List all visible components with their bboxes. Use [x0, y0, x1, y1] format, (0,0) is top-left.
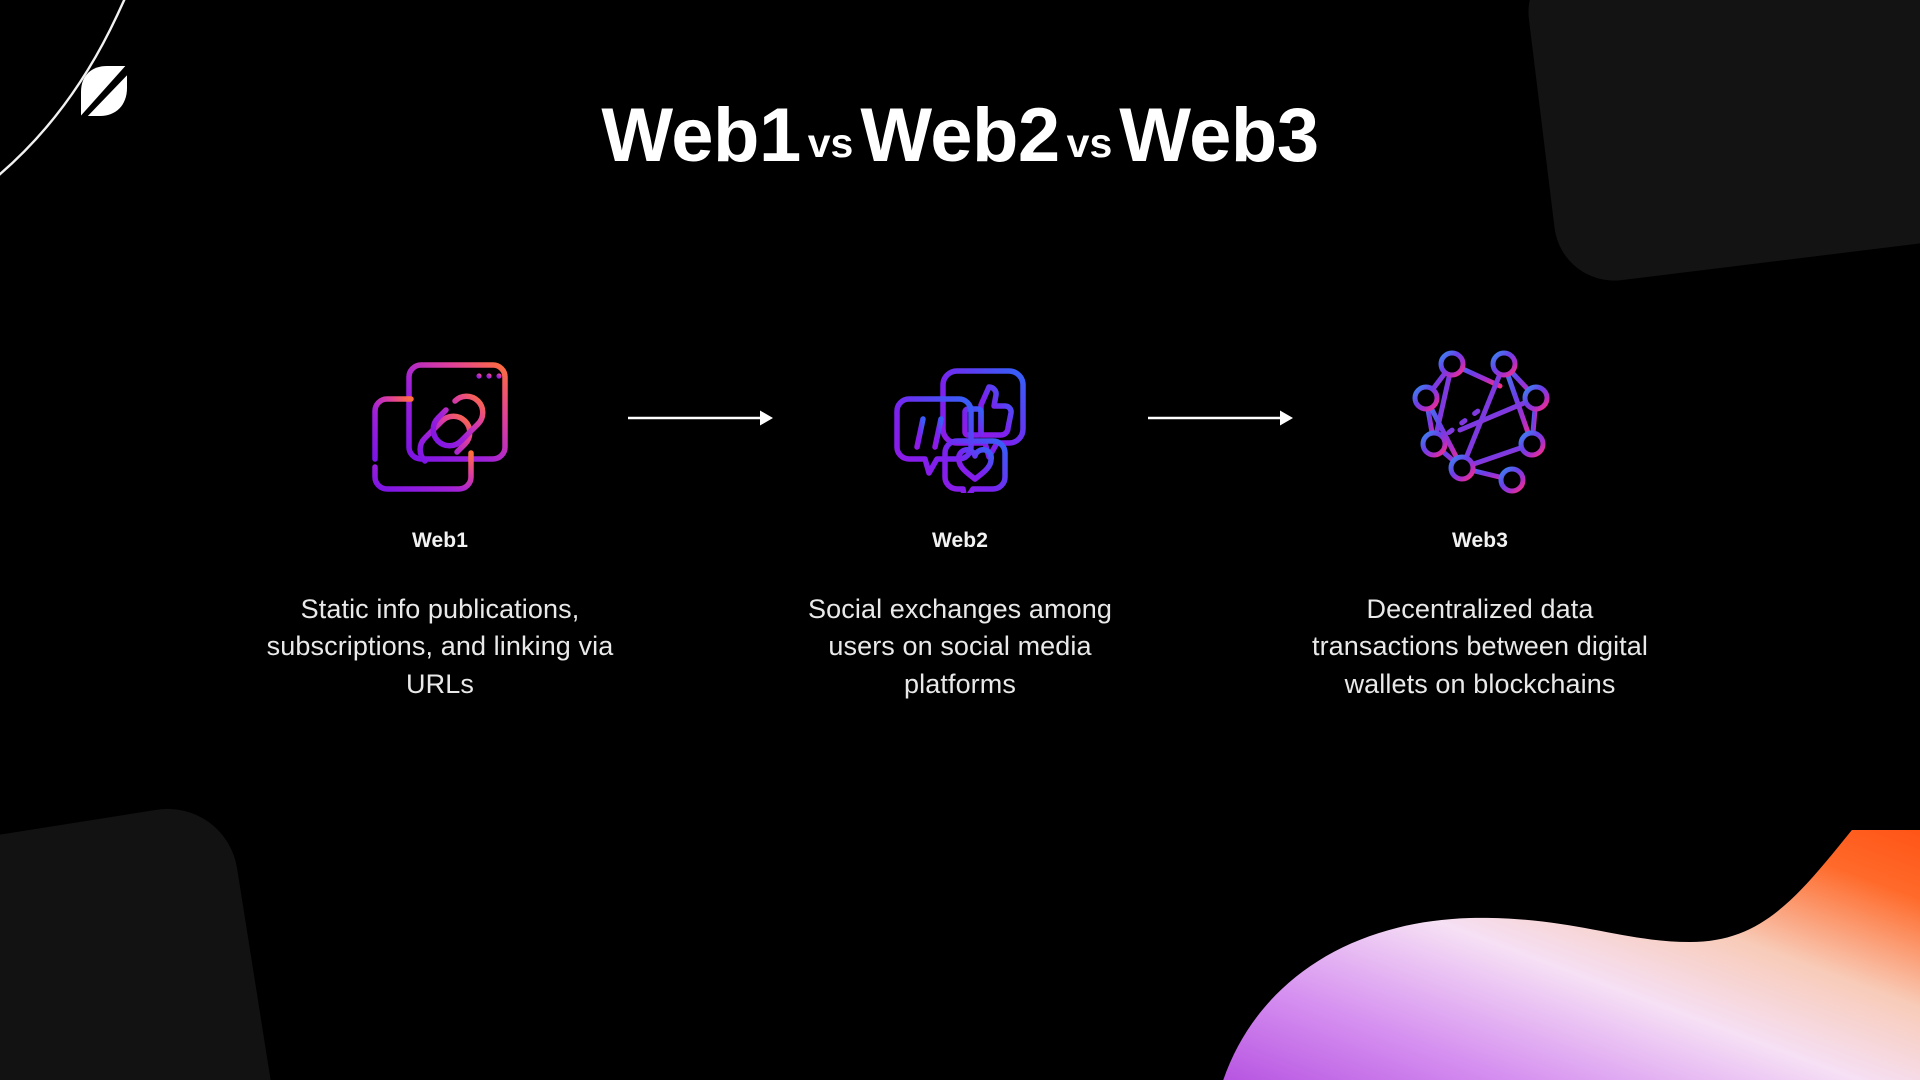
column-description-web3: Decentralized data transactions between … — [1311, 594, 1648, 699]
column-web2: Web2 Social exchanges among users on soc… — [775, 330, 1145, 703]
arrow-web2-to-web3 — [1145, 330, 1295, 505]
leaf-logo[interactable] — [75, 62, 133, 120]
column-web3: Web3 Decentralized data transactions bet… — [1295, 330, 1665, 703]
title-vs-2: vs — [1066, 120, 1113, 166]
column-web1: Web1 Static info publications, subscript… — [255, 330, 625, 703]
icon-container-web3 — [1400, 330, 1560, 505]
arrow-right-icon — [1147, 410, 1293, 425]
browser-link-icon — [372, 361, 508, 492]
column-label-web1: Web1 — [411, 529, 469, 552]
decorative-gradient-blob — [1223, 830, 1920, 1080]
icon-container-web2 — [885, 330, 1035, 505]
column-label-web3: Web3 — [1451, 529, 1509, 552]
title-web3: Web3 — [1119, 93, 1319, 178]
title-vs-1: vs — [807, 120, 854, 166]
title-web1: Web1 — [601, 93, 801, 178]
column-description-web1: Static info publications, subscriptions,… — [266, 594, 614, 699]
comparison-columns: Web1 Static info publications, subscript… — [255, 330, 1665, 703]
column-label-web2: Web2 — [931, 529, 989, 552]
blockchain-network-icon — [1412, 350, 1550, 494]
social-bubbles-icon — [894, 367, 1026, 493]
icon-container-web1 — [365, 330, 515, 505]
column-description-web2: Social exchanges among users on social m… — [808, 594, 1112, 699]
arrow-right-icon — [627, 410, 773, 425]
title-web2: Web2 — [860, 93, 1060, 178]
decorative-shape-bottom-left — [0, 798, 289, 1080]
arrow-web1-to-web2 — [625, 330, 775, 505]
